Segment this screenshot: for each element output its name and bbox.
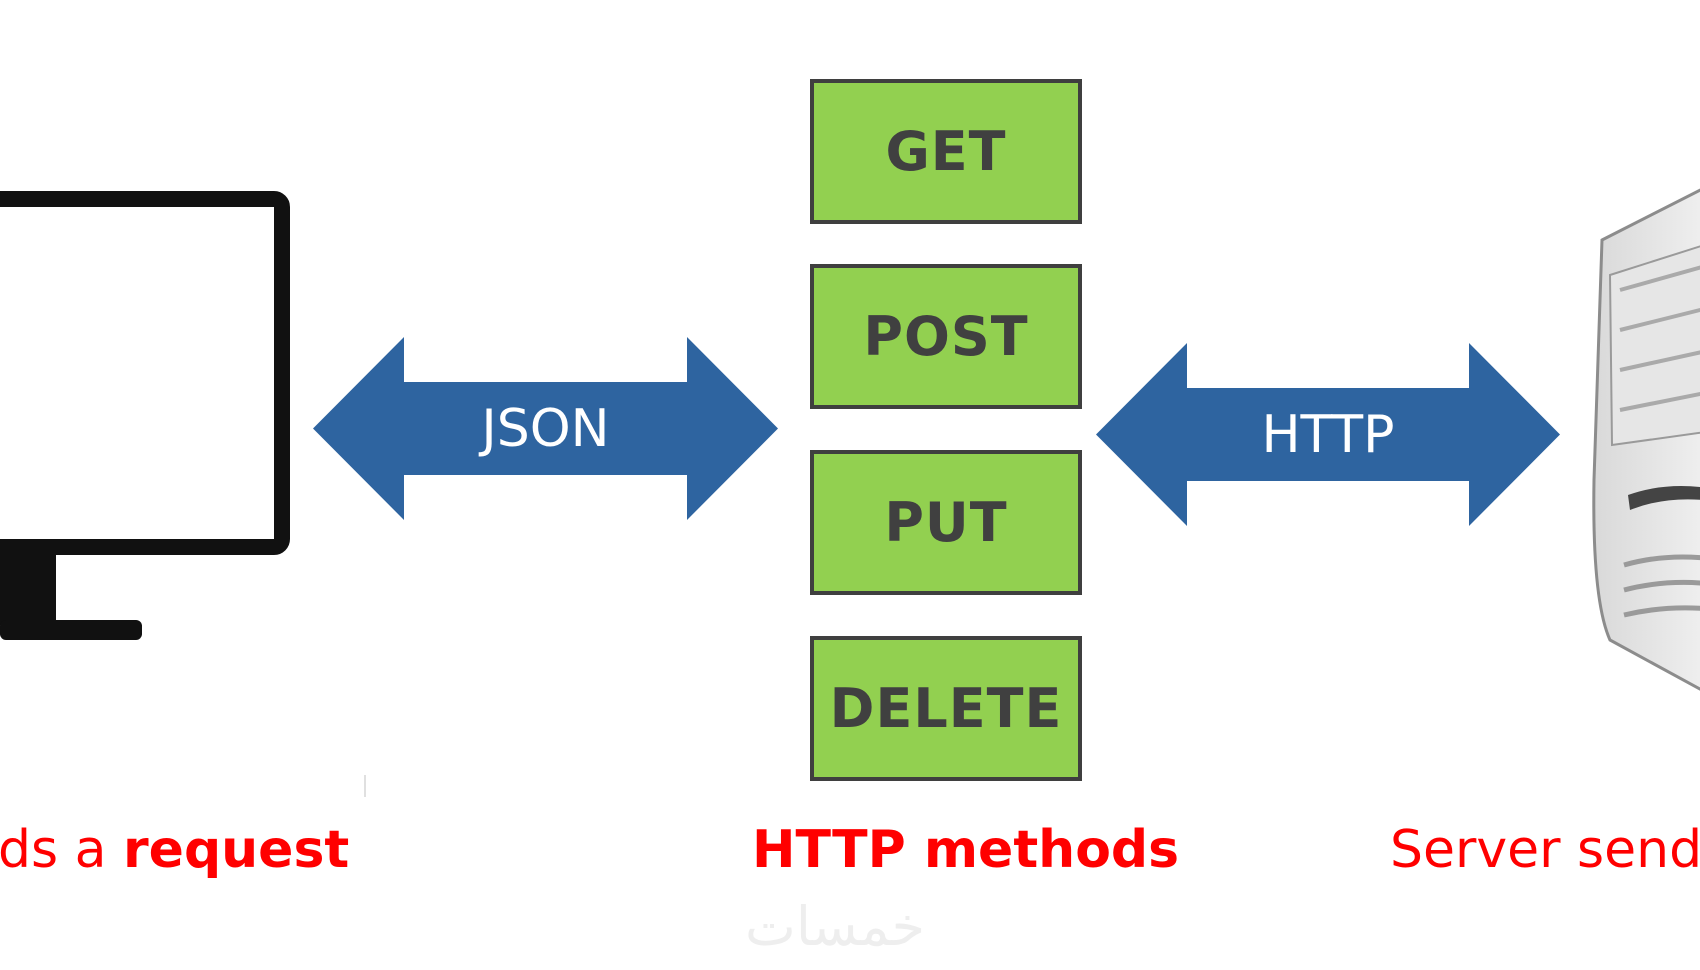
methods-caption-text: HTTP methods (752, 820, 1180, 880)
client-caption: ds a request (0, 820, 349, 880)
server-caption-text: Server send (1390, 820, 1700, 880)
client-caption-bold: request (123, 820, 350, 880)
http-double-arrow: HTTP (1096, 343, 1560, 526)
method-post-label: POST (863, 305, 1029, 368)
http-label: HTTP (1261, 404, 1395, 465)
methods-caption: HTTP methods (752, 820, 1179, 880)
divider-tick (364, 775, 366, 797)
method-put-label: PUT (884, 491, 1008, 554)
method-post-box: POST (810, 264, 1082, 409)
server-caption: Server send (1390, 820, 1700, 880)
client-caption-prefix: ds a (0, 820, 124, 880)
json-label: JSON (481, 398, 610, 459)
method-delete-label: DELETE (829, 677, 1063, 740)
monitor-icon (0, 191, 290, 640)
watermark-logo: خمسات (745, 895, 925, 958)
json-double-arrow: JSON (313, 337, 778, 520)
method-get-label: GET (885, 120, 1007, 183)
watermark-text: خمسات (745, 895, 926, 958)
method-delete-box: DELETE (810, 636, 1082, 781)
method-put-box: PUT (810, 450, 1082, 595)
method-get-box: GET (810, 79, 1082, 224)
server-tower-icon (1592, 188, 1700, 691)
